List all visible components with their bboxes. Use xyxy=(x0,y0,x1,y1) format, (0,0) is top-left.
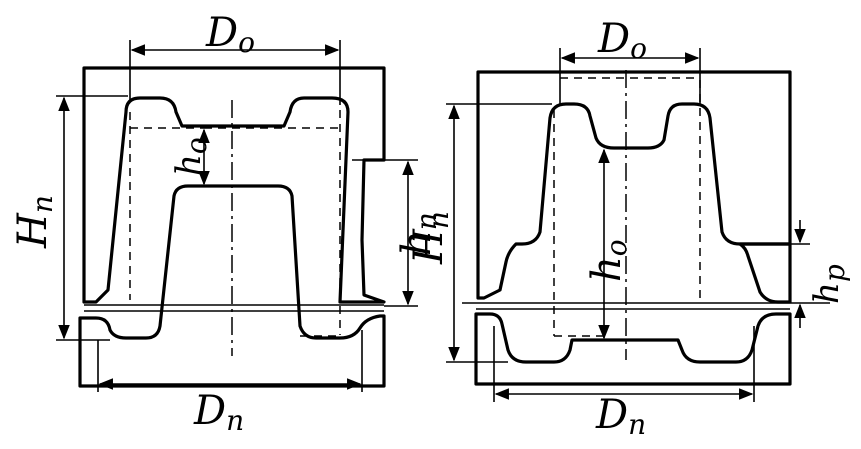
left-upper-die xyxy=(82,66,386,304)
right-do-label: Do xyxy=(597,16,647,65)
left-lower-die xyxy=(78,184,386,388)
right-ho-label: ho xyxy=(584,239,633,282)
left-dn-label: Dn xyxy=(193,388,244,437)
right-hn-label: Hn xyxy=(406,211,455,265)
left-ho-label: ho xyxy=(169,137,213,176)
right-upper-die xyxy=(476,70,792,300)
right-lower-die xyxy=(474,312,792,386)
left-hn-label: Hn xyxy=(10,195,59,249)
right-die-assembly: Do Dn Hn ho hp xyxy=(406,16,851,441)
left-hn-small-label: hn xyxy=(394,212,443,256)
right-dn-label: Dn xyxy=(595,392,646,441)
left-die-assembly: Do Dn Hn ho hn xyxy=(10,10,443,437)
left-do-label: Do xyxy=(205,10,255,59)
right-flash-step xyxy=(738,242,792,304)
right-hp-label: hp xyxy=(807,264,851,304)
